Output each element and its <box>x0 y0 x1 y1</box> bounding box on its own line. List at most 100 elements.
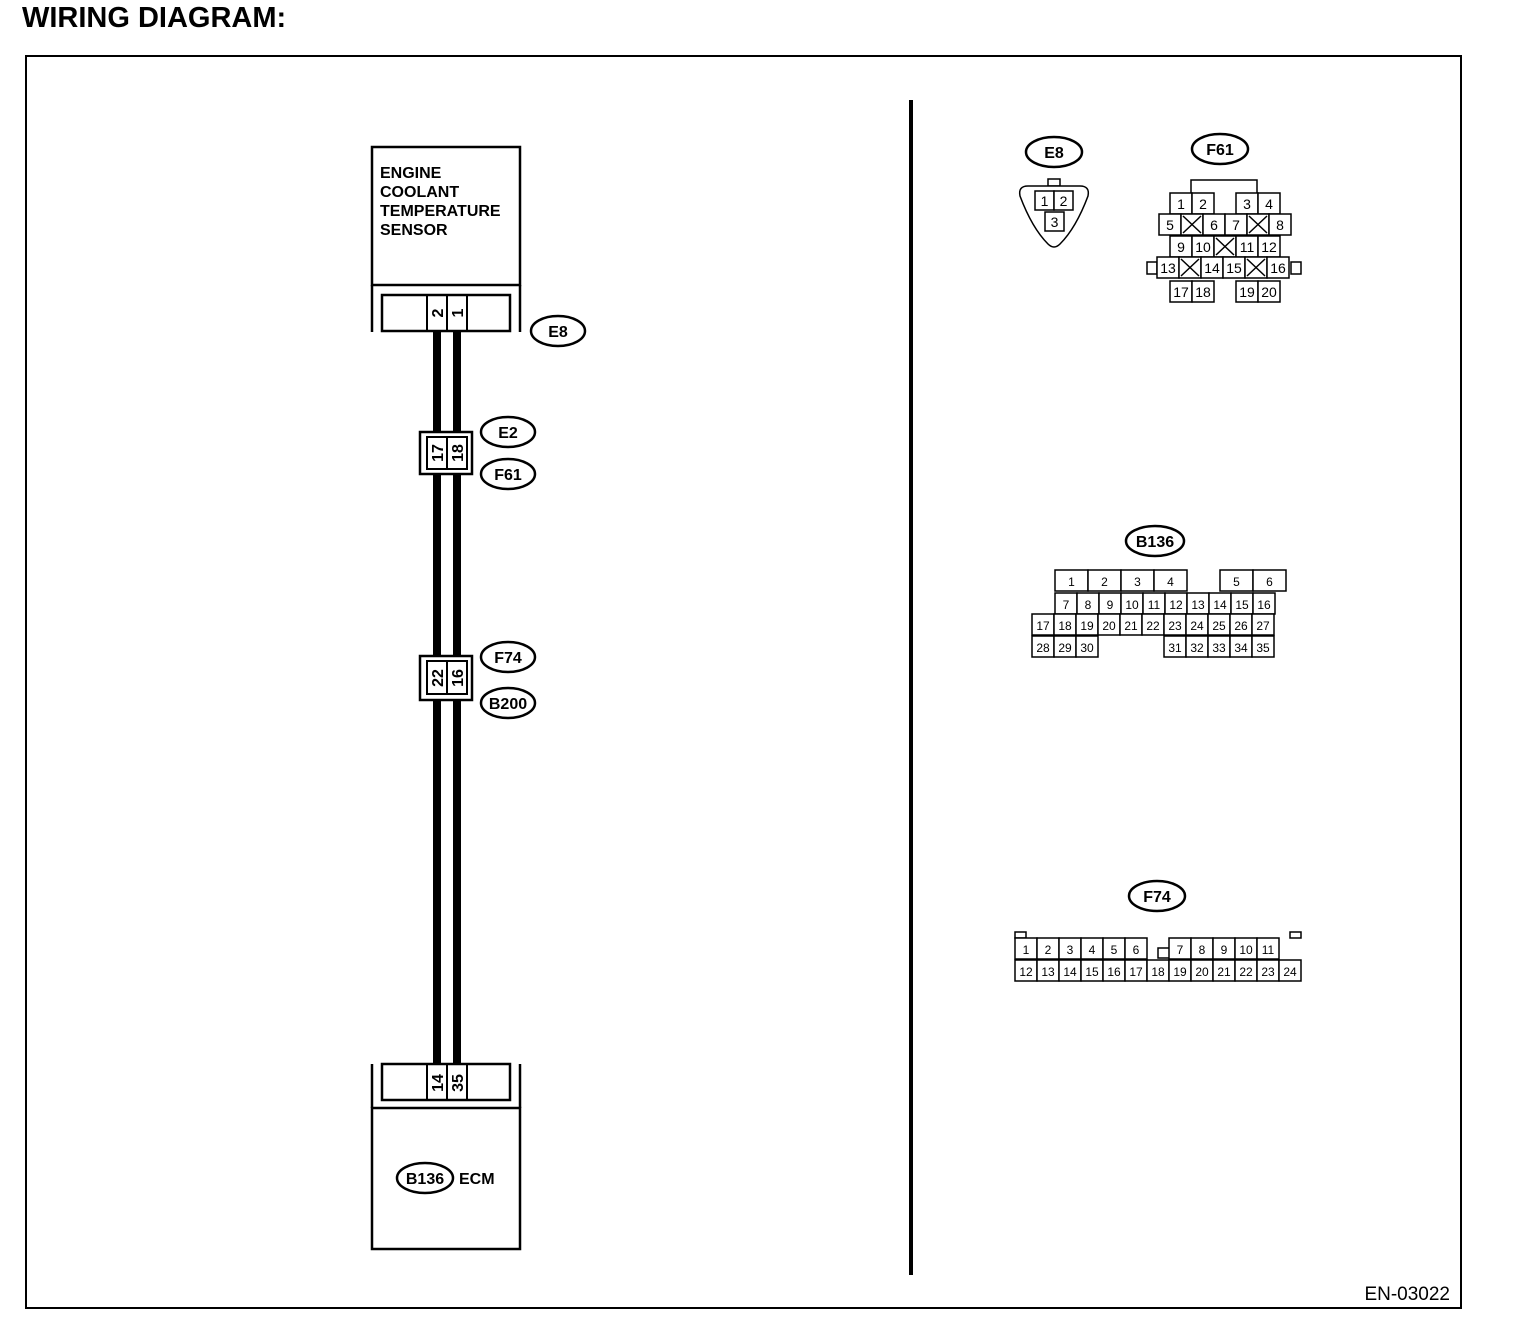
f61-pin-19: 19 <box>1239 284 1255 300</box>
f61-pin-4: 4 <box>1265 196 1273 212</box>
f74-pin-12: 12 <box>1019 965 1033 979</box>
sensor-label-line-4: SENSOR <box>380 222 448 239</box>
f61-pin-5: 5 <box>1166 217 1174 233</box>
junction-2-pin-16: 16 <box>450 669 467 687</box>
ecm-pin-35: 35 <box>450 1074 467 1092</box>
f74-pin-15: 15 <box>1085 965 1099 979</box>
junction-2-pin-22: 22 <box>430 669 447 687</box>
b136-pin-19: 19 <box>1080 619 1094 633</box>
f61-pin-10: 10 <box>1195 239 1211 255</box>
b136-pin-9: 9 <box>1107 598 1114 612</box>
junction-1-tag-bottom: F61 <box>494 467 522 484</box>
b136-pin-24: 24 <box>1190 619 1204 633</box>
connector-view-b136-name: B136 <box>1136 534 1174 551</box>
junction-1-tag-top: E2 <box>498 425 518 442</box>
junction-f74-b200: 22 16 F74 B200 <box>418 640 537 720</box>
f74-pin-6: 6 <box>1133 943 1140 957</box>
b136-pin-2: 2 <box>1101 575 1108 589</box>
f61-pin-6: 6 <box>1210 217 1218 233</box>
f74-pin-18: 18 <box>1151 965 1165 979</box>
junction-1-pin-17: 17 <box>430 444 447 462</box>
f61-pin-2: 2 <box>1199 196 1207 212</box>
f61-pin-12: 12 <box>1261 239 1277 255</box>
f74-pin-22: 22 <box>1239 965 1253 979</box>
b136-pin-16: 16 <box>1257 598 1271 612</box>
sensor-label-line-1: ENGINE <box>380 165 442 182</box>
connector-view-e8-name: E8 <box>1044 145 1064 162</box>
connector-tag-e8: E8 <box>529 314 587 348</box>
b136-pin-28: 28 <box>1036 641 1050 655</box>
f61-pin-20: 20 <box>1261 284 1277 300</box>
ecm-connector-tag: B136 <box>406 1171 444 1188</box>
f74-pin-1: 1 <box>1023 943 1030 957</box>
f74-pin-13: 13 <box>1041 965 1055 979</box>
f74-pin-7: 7 <box>1177 943 1184 957</box>
b136-pin-14: 14 <box>1213 598 1227 612</box>
f74-pin-2: 2 <box>1045 943 1052 957</box>
b136-pin-35: 35 <box>1256 641 1270 655</box>
b136-pin-13: 13 <box>1191 598 1205 612</box>
sensor-label-line-2: COOLANT <box>380 184 459 201</box>
b136-pin-27: 27 <box>1256 619 1270 633</box>
f61-pin-17: 17 <box>1173 284 1189 300</box>
e8-pin-3: 3 <box>1051 214 1059 230</box>
b136-pin-17: 17 <box>1036 619 1050 633</box>
f61-pin-15: 15 <box>1226 260 1242 276</box>
f61-pin-7: 7 <box>1232 217 1240 233</box>
b136-pin-25: 25 <box>1212 619 1226 633</box>
b136-pin-20: 20 <box>1102 619 1116 633</box>
b136-pin-10: 10 <box>1125 598 1139 612</box>
ecm-pin-14: 14 <box>430 1074 447 1092</box>
b136-pin-15: 15 <box>1235 598 1249 612</box>
connector-view-f61-name: F61 <box>1206 142 1234 159</box>
sensor-label-line-3: TEMPERATURE <box>380 203 501 220</box>
b136-pin-29: 29 <box>1058 641 1072 655</box>
b136-pin-11: 11 <box>1148 598 1161 612</box>
b136-pin-26: 26 <box>1234 619 1248 633</box>
connector-view-f74-name: F74 <box>1143 889 1171 906</box>
f74-pin-9: 9 <box>1221 943 1228 957</box>
b136-pin-3: 3 <box>1134 575 1141 589</box>
f74-pin-21: 21 <box>1217 965 1231 979</box>
f74-pin-10: 10 <box>1239 943 1253 957</box>
svg-text:E8: E8 <box>548 324 568 341</box>
f61-pin-13: 13 <box>1160 260 1176 276</box>
sensor-box <box>370 145 522 287</box>
b136-pin-1: 1 <box>1068 575 1075 589</box>
b136-pin-32: 32 <box>1190 641 1204 655</box>
f74-pin-20: 20 <box>1195 965 1209 979</box>
f61-pin-18: 18 <box>1195 284 1211 300</box>
b136-pin-4: 4 <box>1167 575 1174 589</box>
ecm-module: 14 35 B136 ECM <box>370 1062 522 1251</box>
junction-2-tag-top: F74 <box>494 650 522 667</box>
sensor-pin-1: 1 <box>450 308 467 317</box>
f74-pin-17: 17 <box>1129 965 1143 979</box>
f74-pin-23: 23 <box>1261 965 1275 979</box>
b136-pin-21: 21 <box>1124 619 1138 633</box>
e8-pin-2: 2 <box>1060 193 1068 209</box>
f61-pin-1: 1 <box>1177 196 1185 212</box>
f61-pin-3: 3 <box>1243 196 1251 212</box>
junction-e2-f61: 17 18 E2 F61 <box>418 415 537 491</box>
diagram-frame <box>25 55 1462 1309</box>
b136-pin-30: 30 <box>1080 641 1094 655</box>
f61-pin-8: 8 <box>1276 217 1284 233</box>
e8-pin-1: 1 <box>1041 193 1049 209</box>
junction-1-pin-18: 18 <box>450 444 467 462</box>
b136-pin-7: 7 <box>1063 598 1070 612</box>
b136-pin-6: 6 <box>1266 575 1273 589</box>
ecm-label: ECM <box>459 1171 495 1188</box>
f74-pin-3: 3 <box>1067 943 1074 957</box>
b136-pin-33: 33 <box>1212 641 1226 655</box>
figure-code: EN-03022 <box>1364 1284 1450 1305</box>
f74-pin-19: 19 <box>1173 965 1187 979</box>
page-title: WIRING DIAGRAM: <box>22 2 287 34</box>
f61-pin-11: 11 <box>1240 239 1255 255</box>
junction-2-tag-bottom: B200 <box>489 696 527 713</box>
f74-pin-5: 5 <box>1111 943 1118 957</box>
b136-pin-22: 22 <box>1146 619 1160 633</box>
